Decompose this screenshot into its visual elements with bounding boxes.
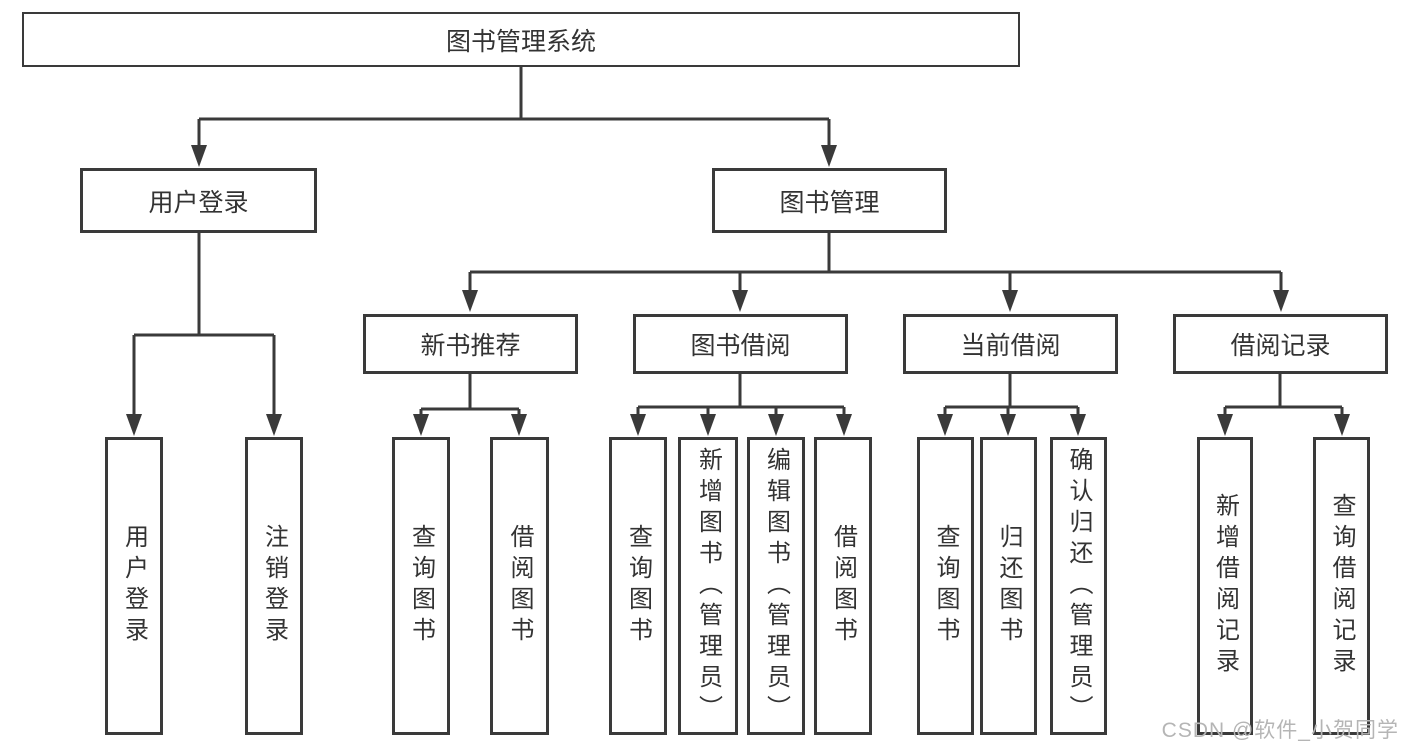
connector-borrow-to-leaves	[630, 373, 852, 436]
node-current-borrow: 当前借阅	[903, 314, 1118, 374]
node-label: 当前借阅	[960, 332, 1061, 360]
connector-bookmgmt-to-level3	[462, 232, 1289, 312]
connector-login-to-leaves	[126, 232, 282, 436]
node-label: 图书管理	[779, 188, 880, 217]
leaf-add-books-admin: 新增图书（管理员）	[678, 437, 738, 735]
node-label: 用户登录	[148, 188, 249, 217]
leaf-label: 借阅图书	[829, 524, 857, 648]
leaf-label: 确认归还（管理员）	[1065, 446, 1092, 726]
node-root-library-system: 图书管理系统	[22, 12, 1020, 67]
node-label: 图书借阅	[690, 332, 791, 360]
leaf-add-borrow-record: 新增借阅记录	[1197, 437, 1253, 735]
node-user-login: 用户登录	[80, 168, 317, 233]
leaf-label: 查询图书	[624, 524, 652, 648]
node-new-book-recommend: 新书推荐	[363, 314, 578, 374]
leaf-label: 注销登录	[260, 524, 288, 648]
leaf-label: 借阅图书	[506, 524, 533, 648]
leaf-label: 查询图书	[932, 524, 959, 648]
leaf-user-login: 用户登录	[105, 437, 163, 735]
node-label: 图书管理系统	[445, 27, 596, 56]
leaf-query-books-recommend: 查询图书	[392, 437, 450, 735]
csdn-watermark: CSDN @软件_小贺同学	[1161, 719, 1399, 742]
connector-root-to-level2	[191, 66, 837, 167]
leaf-borrow-books-recommend: 借阅图书	[490, 437, 549, 735]
leaf-label: 用户登录	[120, 524, 148, 648]
leaf-label: 查询图书	[407, 524, 435, 648]
connector-current-to-leaves	[937, 373, 1086, 436]
leaf-label: 查询借阅记录	[1328, 493, 1355, 679]
leaf-query-books-borrow: 查询图书	[609, 437, 667, 735]
leaf-edit-books-admin: 编辑图书（管理员）	[747, 437, 805, 735]
leaf-query-borrow-record: 查询借阅记录	[1313, 437, 1370, 735]
leaf-logout: 注销登录	[245, 437, 303, 735]
node-book-management: 图书管理	[712, 168, 947, 233]
leaf-confirm-return-admin: 确认归还（管理员）	[1050, 437, 1107, 735]
leaf-label: 新增借阅记录	[1211, 493, 1239, 679]
leaf-label: 新增图书（管理员）	[694, 446, 722, 726]
leaf-query-books-current: 查询图书	[917, 437, 974, 735]
node-label: 借阅记录	[1230, 332, 1331, 360]
leaf-label: 归还图书	[995, 524, 1022, 648]
leaf-return-books: 归还图书	[980, 437, 1037, 735]
node-book-borrow: 图书借阅	[633, 314, 848, 374]
node-label: 新书推荐	[420, 332, 521, 360]
connector-records-to-leaves	[1217, 373, 1350, 436]
node-borrow-records: 借阅记录	[1173, 314, 1388, 374]
connector-newbooks-to-leaves	[413, 373, 527, 436]
leaf-borrow-books: 借阅图书	[814, 437, 872, 735]
leaf-label: 编辑图书（管理员）	[762, 446, 790, 726]
